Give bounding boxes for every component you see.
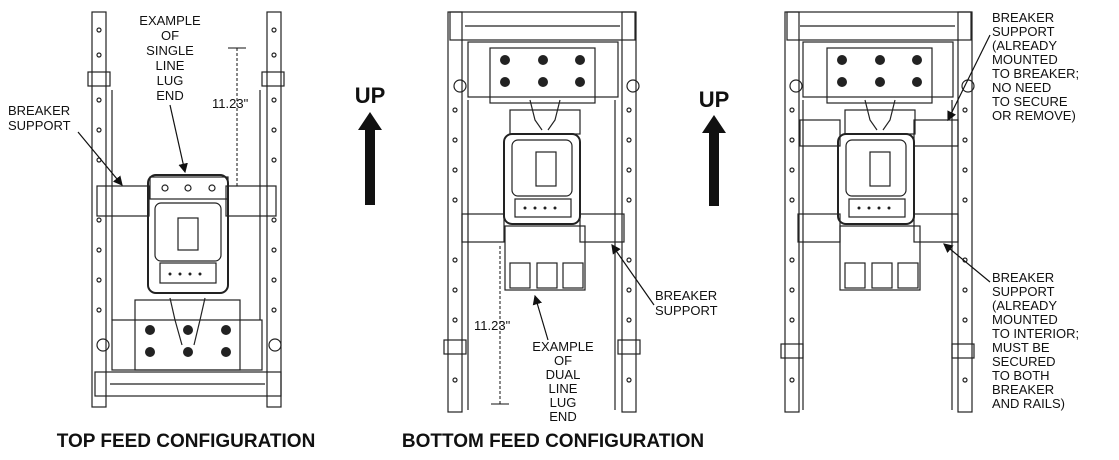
svg-text:BREAKER: BREAKER xyxy=(655,288,717,303)
up-arrow-1: UP xyxy=(355,83,386,205)
top-feed-dimension: 11.23" xyxy=(212,47,249,186)
left-rail xyxy=(91,11,107,408)
svg-text:SUPPORT: SUPPORT xyxy=(992,284,1055,299)
third-support-top-label: BREAKER SUPPORT (ALREADY MOUNTED TO BREA… xyxy=(992,10,1079,123)
svg-text:SUPPORT: SUPPORT xyxy=(655,303,718,318)
breaker-support-right xyxy=(579,213,625,243)
support-leader-top xyxy=(77,131,123,186)
svg-text:OF: OF xyxy=(161,28,179,43)
svg-text:11.23": 11.23" xyxy=(212,96,249,111)
left-rail xyxy=(784,11,800,413)
top-feed-panel xyxy=(87,11,285,408)
svg-text:LINE: LINE xyxy=(549,381,578,396)
breaker-support-right xyxy=(225,185,277,217)
svg-text:BREAKER: BREAKER xyxy=(8,103,70,118)
bottom-feed-dimension: 11.23" xyxy=(474,246,511,405)
top-feed-example-label: EXAMPLE OF SINGLE LINE LUG END xyxy=(139,13,201,103)
svg-text:BREAKER: BREAKER xyxy=(992,270,1054,285)
rail-clip xyxy=(443,339,467,355)
lug-block-top xyxy=(149,176,229,200)
support-top-leader xyxy=(947,34,991,122)
svg-text:MOUNTED: MOUNTED xyxy=(992,52,1058,67)
rail-clip xyxy=(261,71,285,87)
bottom-feed-example-label: EXAMPLE OF DUAL LINE LUG END xyxy=(532,339,594,424)
svg-text:(ALREADY: (ALREADY xyxy=(992,298,1057,313)
lug-block-top xyxy=(844,109,916,135)
svg-text:SINGLE: SINGLE xyxy=(146,43,194,58)
lug-block-top xyxy=(509,109,581,135)
lug-region-top xyxy=(467,41,619,98)
breaker-support-left xyxy=(797,213,841,243)
svg-text:OF: OF xyxy=(554,353,572,368)
svg-text:11.23": 11.23" xyxy=(474,318,511,333)
rail-clip xyxy=(617,339,641,355)
third-support-bottom-label: BREAKER SUPPORT (ALREADY MOUNTED TO INTE… xyxy=(992,270,1079,411)
support-leader-bottom xyxy=(611,244,655,306)
svg-text:DUAL: DUAL xyxy=(546,367,581,382)
left-rail xyxy=(447,11,463,413)
up-arrow-icon xyxy=(358,112,382,205)
svg-text:LUG: LUG xyxy=(550,395,577,410)
svg-text:TO SECURE: TO SECURE xyxy=(992,94,1068,109)
svg-text:END: END xyxy=(156,88,183,103)
bottom-feed-caption: BOTTOM FEED CONFIGURATION xyxy=(402,431,704,452)
svg-text:AND RAILS): AND RAILS) xyxy=(992,396,1065,411)
svg-text:(ALREADY: (ALREADY xyxy=(992,38,1057,53)
top-feed-support-label: BREAKER SUPPORT xyxy=(8,103,71,133)
breaker-support-upper-left xyxy=(799,119,841,147)
right-rail xyxy=(957,11,973,413)
support-bottom-leader xyxy=(943,243,991,283)
breaker-support-left xyxy=(461,213,505,243)
bottom-feed-support-label: BREAKER SUPPORT xyxy=(655,288,718,318)
bus-bar-top xyxy=(449,11,636,41)
third-panel xyxy=(780,11,975,413)
svg-text:END: END xyxy=(549,409,576,424)
svg-text:LINE: LINE xyxy=(156,58,185,73)
bottom-feed-panel xyxy=(443,11,641,413)
svg-text:SUPPORT: SUPPORT xyxy=(992,24,1055,39)
svg-text:EXAMPLE: EXAMPLE xyxy=(139,13,201,28)
lug-region-top xyxy=(802,41,954,98)
lug-block-bottom xyxy=(839,225,921,291)
svg-text:LUG: LUG xyxy=(157,73,184,88)
lug-block-bottom xyxy=(504,225,586,291)
svg-text:BREAKER: BREAKER xyxy=(992,382,1054,397)
bus-bar-top xyxy=(786,11,972,41)
right-rail xyxy=(266,11,282,408)
example-leader-top xyxy=(169,104,188,174)
right-rail xyxy=(621,11,637,413)
bus-bar-bottom xyxy=(94,371,282,397)
up-arrow-2: UP xyxy=(699,87,730,206)
svg-text:OR REMOVE): OR REMOVE) xyxy=(992,108,1076,123)
svg-text:TO BREAKER;: TO BREAKER; xyxy=(992,66,1079,81)
svg-text:BREAKER: BREAKER xyxy=(992,10,1054,25)
breaker-support-right xyxy=(913,213,959,243)
svg-text:MOUNTED: MOUNTED xyxy=(992,312,1058,327)
rail-holes xyxy=(96,27,277,313)
breaker-body xyxy=(147,174,229,294)
svg-text:MUST BE: MUST BE xyxy=(992,340,1050,355)
svg-text:EXAMPLE: EXAMPLE xyxy=(532,339,594,354)
svg-text:TO BOTH: TO BOTH xyxy=(992,368,1050,383)
rail-clip xyxy=(780,343,804,359)
svg-text:TO INTERIOR;: TO INTERIOR; xyxy=(992,326,1079,341)
svg-text:UP: UP xyxy=(699,87,730,112)
rail-clip xyxy=(87,71,111,87)
svg-text:SUPPORT: SUPPORT xyxy=(8,118,71,133)
rail-clip xyxy=(951,343,975,359)
breaker-support-left xyxy=(96,185,150,217)
up-arrow-icon xyxy=(702,115,726,206)
breaker-support-upper-right xyxy=(913,119,959,147)
svg-text:UP: UP xyxy=(355,83,386,108)
example-leader-bottom xyxy=(532,294,549,341)
svg-text:SECURED: SECURED xyxy=(992,354,1056,369)
top-feed-caption: TOP FEED CONFIGURATION xyxy=(57,431,316,452)
svg-text:NO NEED: NO NEED xyxy=(992,80,1051,95)
